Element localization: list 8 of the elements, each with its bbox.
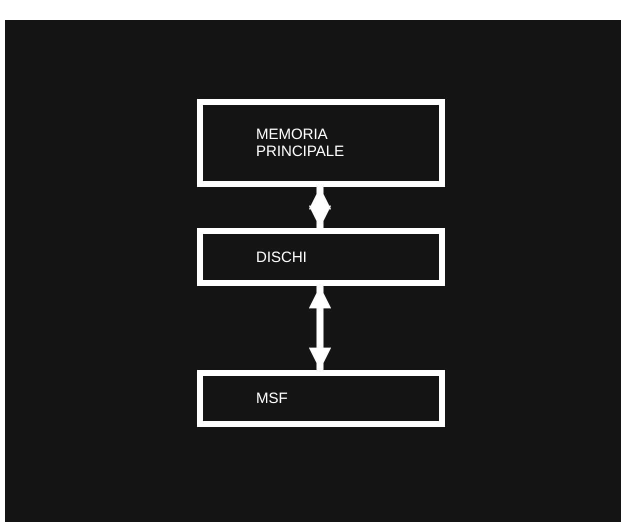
process-box bbox=[197, 370, 445, 427]
process-box bbox=[197, 99, 445, 187]
double-arrow bbox=[308, 286, 332, 370]
box-label: MEMORIA PRINCIPALE bbox=[256, 126, 346, 160]
box-label: DISCHI bbox=[256, 248, 308, 266]
process-box bbox=[197, 228, 445, 286]
double-arrow bbox=[308, 187, 332, 228]
box-label: MSF bbox=[256, 390, 289, 407]
